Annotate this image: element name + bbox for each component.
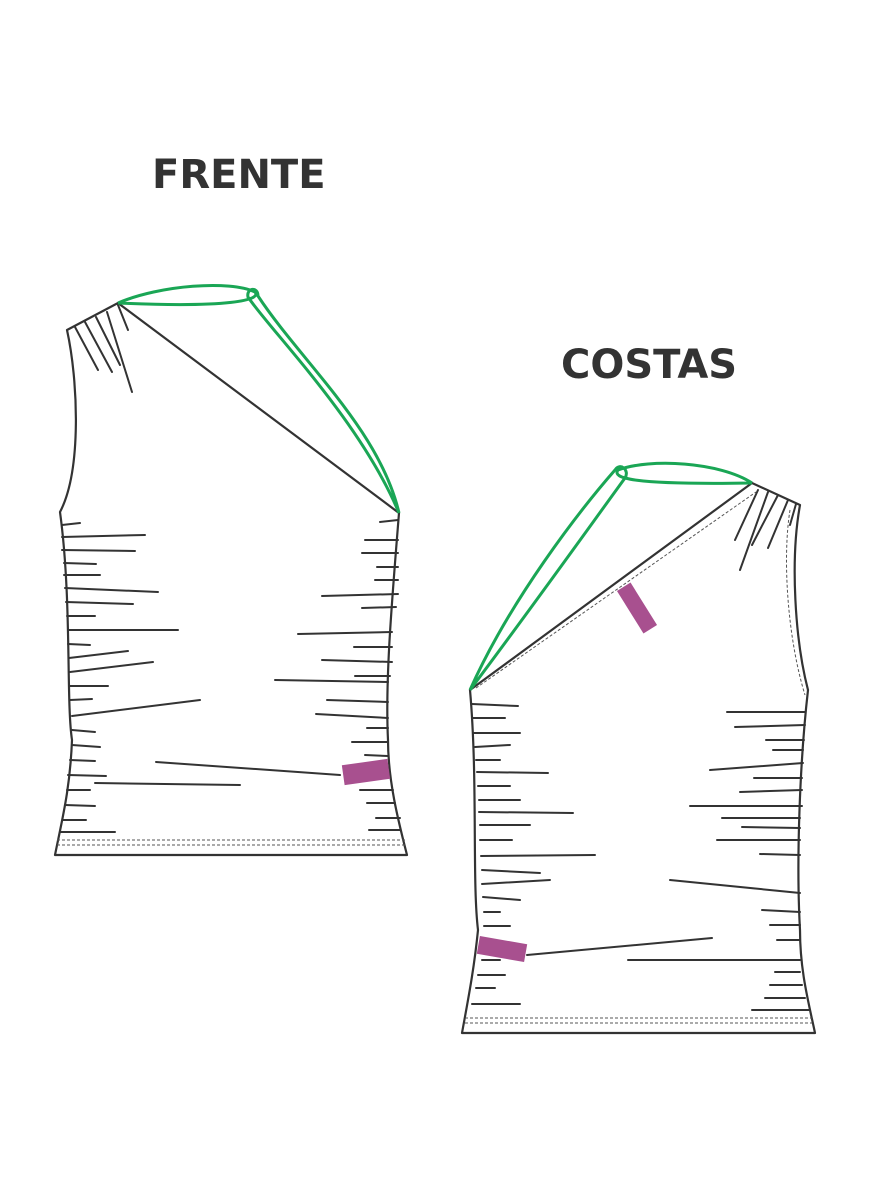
back-placement-marker-upper <box>616 582 658 634</box>
front-garment <box>53 284 409 857</box>
back-label: COSTAS <box>561 342 738 388</box>
back-gathers <box>471 489 811 1011</box>
front-gathers <box>59 304 401 833</box>
back-outline <box>460 481 817 1035</box>
front-placement-marker <box>341 758 391 786</box>
front-label: FRENTE <box>152 152 326 198</box>
back-placement-marker-lower <box>476 935 528 963</box>
front-hem-stitch <box>57 839 405 846</box>
back-garment <box>460 461 817 1035</box>
back-neck-stitch <box>475 491 806 696</box>
front-strap <box>117 284 401 514</box>
back-hem-stitch <box>465 1017 812 1024</box>
front-outline <box>53 301 409 857</box>
back-strap <box>468 461 753 691</box>
